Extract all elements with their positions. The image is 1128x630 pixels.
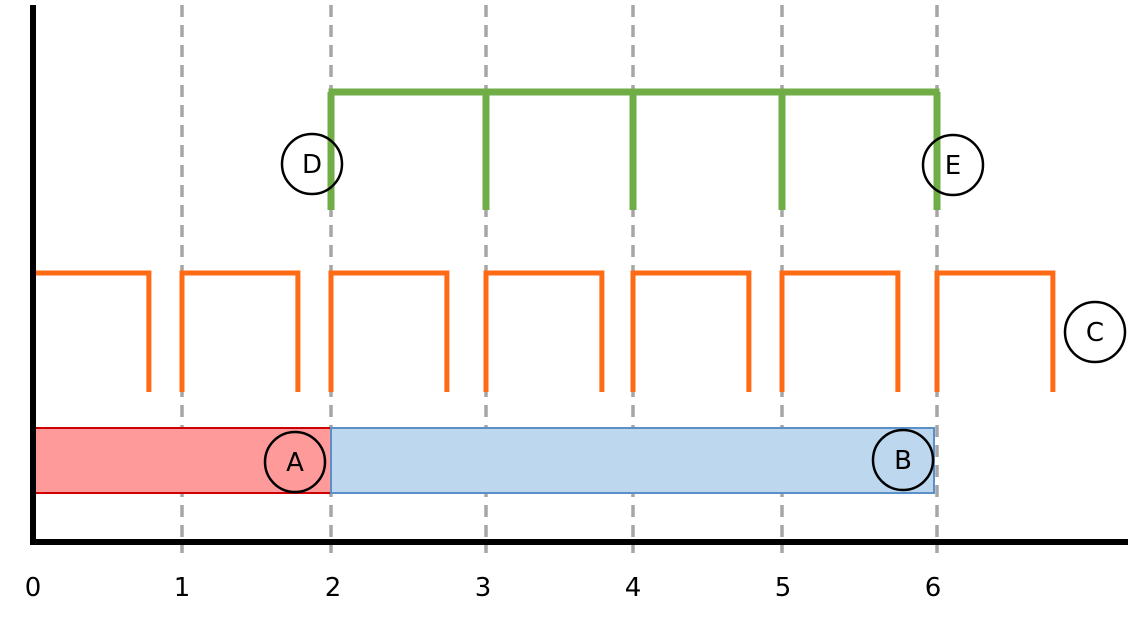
bar-layer	[32, 427, 935, 494]
marker-c: C	[1063, 300, 1127, 364]
pulse-4	[630, 270, 752, 392]
marker-e-circle	[921, 133, 985, 197]
pulse-0	[30, 270, 152, 392]
axes	[30, 5, 1128, 545]
tick-labels: 0 1 2 3 4 5 6	[25, 573, 942, 603]
marker-d: D	[280, 132, 344, 196]
marker-a: A	[263, 430, 327, 494]
marker-e: E	[921, 133, 985, 197]
tick-label-4: 4	[625, 573, 642, 603]
tick-label-1: 1	[174, 573, 191, 603]
marker-b: B	[871, 428, 935, 492]
marker-c-label: C	[1086, 318, 1104, 348]
tick-label-5: 5	[775, 573, 792, 603]
marker-d-circle	[280, 132, 344, 196]
pulse-1	[179, 270, 301, 392]
pulse-2	[328, 270, 450, 392]
tick-label-0: 0	[25, 573, 42, 603]
marker-e-label: E	[945, 151, 961, 181]
marker-a-label: A	[286, 448, 304, 478]
tick-label-6: 6	[925, 573, 942, 603]
markers: A B C D E	[263, 132, 1127, 494]
marker-d-label: D	[302, 150, 322, 180]
pulse-5	[779, 270, 901, 392]
pulse-6	[934, 270, 1056, 392]
marker-c-circle	[1063, 300, 1127, 364]
bar-b	[330, 427, 935, 494]
marker-a-circle	[263, 430, 327, 494]
marker-b-circle	[871, 428, 935, 492]
pulse-3	[483, 270, 605, 392]
marker-b-label: B	[894, 446, 912, 476]
tick-label-2: 2	[325, 573, 342, 603]
comb-de	[327, 88, 941, 210]
tick-label-3: 3	[475, 573, 492, 603]
pulse-train-c	[30, 270, 1056, 392]
